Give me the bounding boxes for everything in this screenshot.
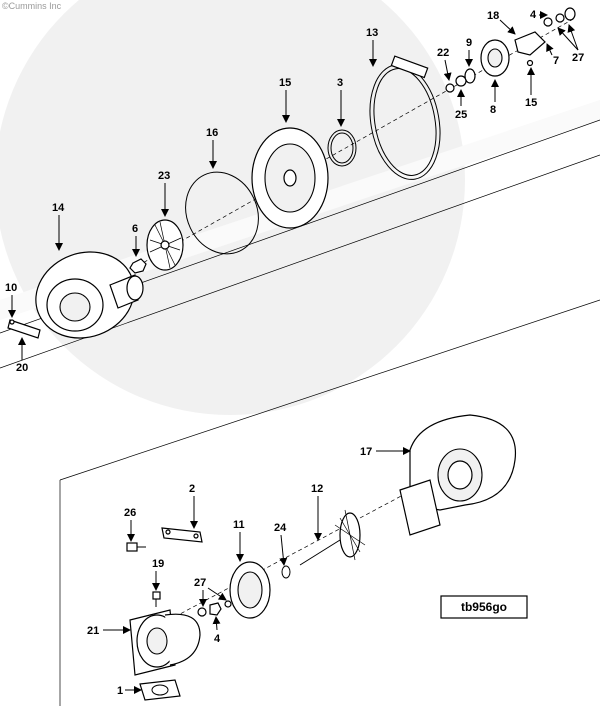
callout-18: 18 <box>487 10 499 22</box>
v-band-clamp <box>369 55 441 180</box>
callout-21: 21 <box>87 625 99 637</box>
callout-2: 2 <box>189 483 195 495</box>
small-o-ring <box>327 129 357 167</box>
callout-10: 10 <box>5 282 17 294</box>
callout-17: 17 <box>360 446 372 458</box>
callout-25: 25 <box>455 109 467 121</box>
figure-reference-box: tb956go <box>440 595 528 619</box>
callout-3: 3 <box>337 77 343 89</box>
callouts: 13 18 4 27 22 9 7 8 25 15 15 3 16 23 14 … <box>5 9 584 697</box>
bearing-housing-screw <box>152 591 161 607</box>
callout-12: 12 <box>311 483 323 495</box>
thrust-bearing <box>480 39 510 77</box>
callout-4-top: 4 <box>530 9 537 21</box>
callout-27-top: 27 <box>572 52 584 64</box>
callout-14: 14 <box>52 202 65 214</box>
back-plate <box>251 127 329 229</box>
heat-shield <box>229 561 271 619</box>
callout-1: 1 <box>117 685 123 697</box>
callout-22: 22 <box>437 47 449 59</box>
shaft-nut <box>445 75 467 93</box>
callout-8: 8 <box>490 104 496 116</box>
callout-23: 23 <box>158 170 170 182</box>
copyright-text: ©Cummins Inc <box>2 1 62 11</box>
callout-26: 26 <box>124 507 136 519</box>
oil-drain-gasket <box>139 679 181 701</box>
impeller-nut <box>129 258 147 274</box>
lower-seal-parts <box>197 600 232 617</box>
clamp-bolt <box>126 542 146 552</box>
callout-15: 15 <box>279 77 291 89</box>
clamp-plate <box>161 527 203 543</box>
compressor-housing <box>35 251 144 339</box>
callout-16: 16 <box>206 127 218 139</box>
piston-ring <box>281 565 291 579</box>
compressor-wheel <box>146 219 184 271</box>
callout-7: 7 <box>553 55 559 67</box>
nameplate <box>7 319 41 339</box>
turbine-wheel-shaft <box>299 509 366 566</box>
top-right-small-parts <box>526 7 576 67</box>
callout-27-bottom: 27 <box>194 577 206 589</box>
callout-11: 11 <box>233 519 245 531</box>
thrust-collar <box>464 68 476 84</box>
callout-20: 20 <box>16 362 28 374</box>
oil-deflector <box>514 31 546 56</box>
callout-15-top: 15 <box>525 97 537 109</box>
large-o-ring <box>185 171 259 255</box>
figure-ref-text: tb956go <box>461 600 507 614</box>
callout-6: 6 <box>132 223 138 235</box>
turbine-housing <box>399 414 517 536</box>
callout-24: 24 <box>274 522 287 534</box>
bearing-housing <box>129 609 201 676</box>
callout-9: 9 <box>466 37 472 49</box>
callout-19: 19 <box>152 558 164 570</box>
callout-4-bottom: 4 <box>214 633 221 645</box>
callout-13: 13 <box>366 27 378 39</box>
